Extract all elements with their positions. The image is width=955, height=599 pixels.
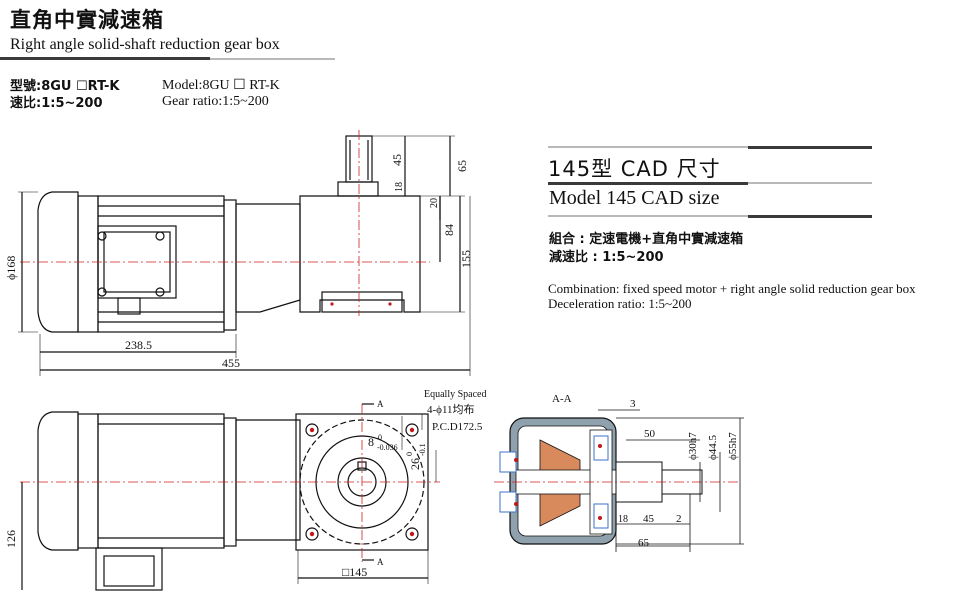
- combination-zh: 組合 : 定速電機+直角中實減速箱 減速比 : 1:5~200: [549, 231, 743, 267]
- dim-45-top: 45: [390, 154, 404, 166]
- label-3: 3: [630, 398, 636, 410]
- title-rule-light: [210, 58, 335, 60]
- side-view-drawing: [18, 130, 471, 376]
- side-view-red-bolts: [330, 302, 392, 306]
- dim-455: 455: [222, 356, 240, 370]
- page-title: 直角中實減速箱: [10, 8, 164, 32]
- dim-238-5: 238.5: [125, 338, 152, 352]
- label-126: 126: [4, 530, 18, 548]
- cad-rule-top-light: [548, 146, 748, 148]
- label-key-height-tol-lo: -0.1: [418, 443, 427, 456]
- label-holes: 4-ϕ11均布: [427, 403, 475, 416]
- cad-rule-mid-dark: [548, 182, 748, 185]
- spec-zh: 型號:8GU ☐RT-K 速比:1:5~200: [10, 78, 120, 112]
- label-phi30h7: ϕ30h7: [687, 432, 699, 460]
- spec-ratio-zh: 速比:1:5~200: [10, 96, 103, 111]
- reduction-ratio-en: Deceleration ratio: 1:5~200: [548, 296, 692, 311]
- combination-line-en: Combination: fixed speed motor + right a…: [548, 281, 916, 296]
- spec-ratio-en: Gear ratio:1:5~200: [162, 94, 269, 109]
- spec-model-zh: 型號:8GU ☐RT-K: [10, 79, 120, 94]
- section-aa-labels: A-A 3 50 ϕ30h7 ϕ44.5 ϕ55h7 18 45 2 65: [552, 393, 739, 549]
- dim-84: 84: [442, 224, 456, 236]
- label-key-width-tol-lo: -0.036: [377, 443, 398, 452]
- label-18: 18: [618, 514, 628, 525]
- label-2: 2: [676, 513, 682, 525]
- label-45: 45: [643, 513, 655, 525]
- cad-rule-bottom-light: [548, 215, 748, 217]
- spec-model-en: Model:8GU ☐ RT-K: [162, 78, 280, 93]
- cad-rule-top-dark: [748, 146, 872, 149]
- side-view-dimension-labels: ϕ168 238.5 455 45 65 18 20 84 155: [4, 154, 473, 370]
- spec-en: Model:8GU ☐ RT-K Gear ratio:1:5~200: [162, 78, 280, 110]
- label-key-height: 26: [408, 458, 422, 470]
- label-section-a-top: A: [377, 399, 384, 409]
- label-section-aa: A-A: [552, 393, 572, 405]
- dim-18-top: 18: [394, 182, 405, 192]
- label-pcd: P.C.D172.5: [432, 421, 483, 433]
- label-equally-spaced: Equally Spaced: [424, 389, 486, 400]
- label-section-a-bottom: A: [377, 557, 384, 567]
- section-aa-drawing: [494, 409, 744, 552]
- combination-line-zh: 組合 : 定速電機+直角中實減速箱: [549, 232, 744, 247]
- label-65: 65: [638, 537, 650, 549]
- dim-phi168: ϕ168: [4, 256, 18, 280]
- front-view-dimension-labels: Equally Spaced 4-ϕ11均布 P.C.D172.5 8 0 -0…: [4, 389, 486, 579]
- cad-subtitle: Model 145 CAD size: [549, 187, 720, 209]
- label-50: 50: [644, 428, 656, 440]
- title-rule-dark: [0, 57, 210, 60]
- page-subtitle: Right angle solid-shaft reduction gear b…: [10, 36, 280, 53]
- cad-rule-bottom-dark: [748, 215, 872, 218]
- front-view-red-bolts: [309, 427, 415, 537]
- label-key-width-tol-hi: 0: [378, 433, 382, 442]
- combination-en: Combination: fixed speed motor + right a…: [548, 281, 916, 311]
- label-key-width: 8: [368, 435, 374, 449]
- label-key-height-tol-hi: 0: [405, 452, 414, 456]
- dim-20: 20: [429, 198, 440, 208]
- label-phi44-5: ϕ44.5: [707, 434, 719, 460]
- dim-65-top: 65: [455, 160, 469, 172]
- cad-rule-mid-light: [748, 182, 872, 184]
- label-square-145: □145: [342, 565, 367, 579]
- dim-155: 155: [459, 250, 473, 268]
- cad-title: 145型 CAD 尺寸: [548, 157, 721, 181]
- reduction-ratio-zh: 減速比 : 1:5~200: [549, 250, 664, 265]
- label-phi55h7: ϕ55h7: [727, 432, 739, 460]
- front-view-drawing: [20, 403, 440, 591]
